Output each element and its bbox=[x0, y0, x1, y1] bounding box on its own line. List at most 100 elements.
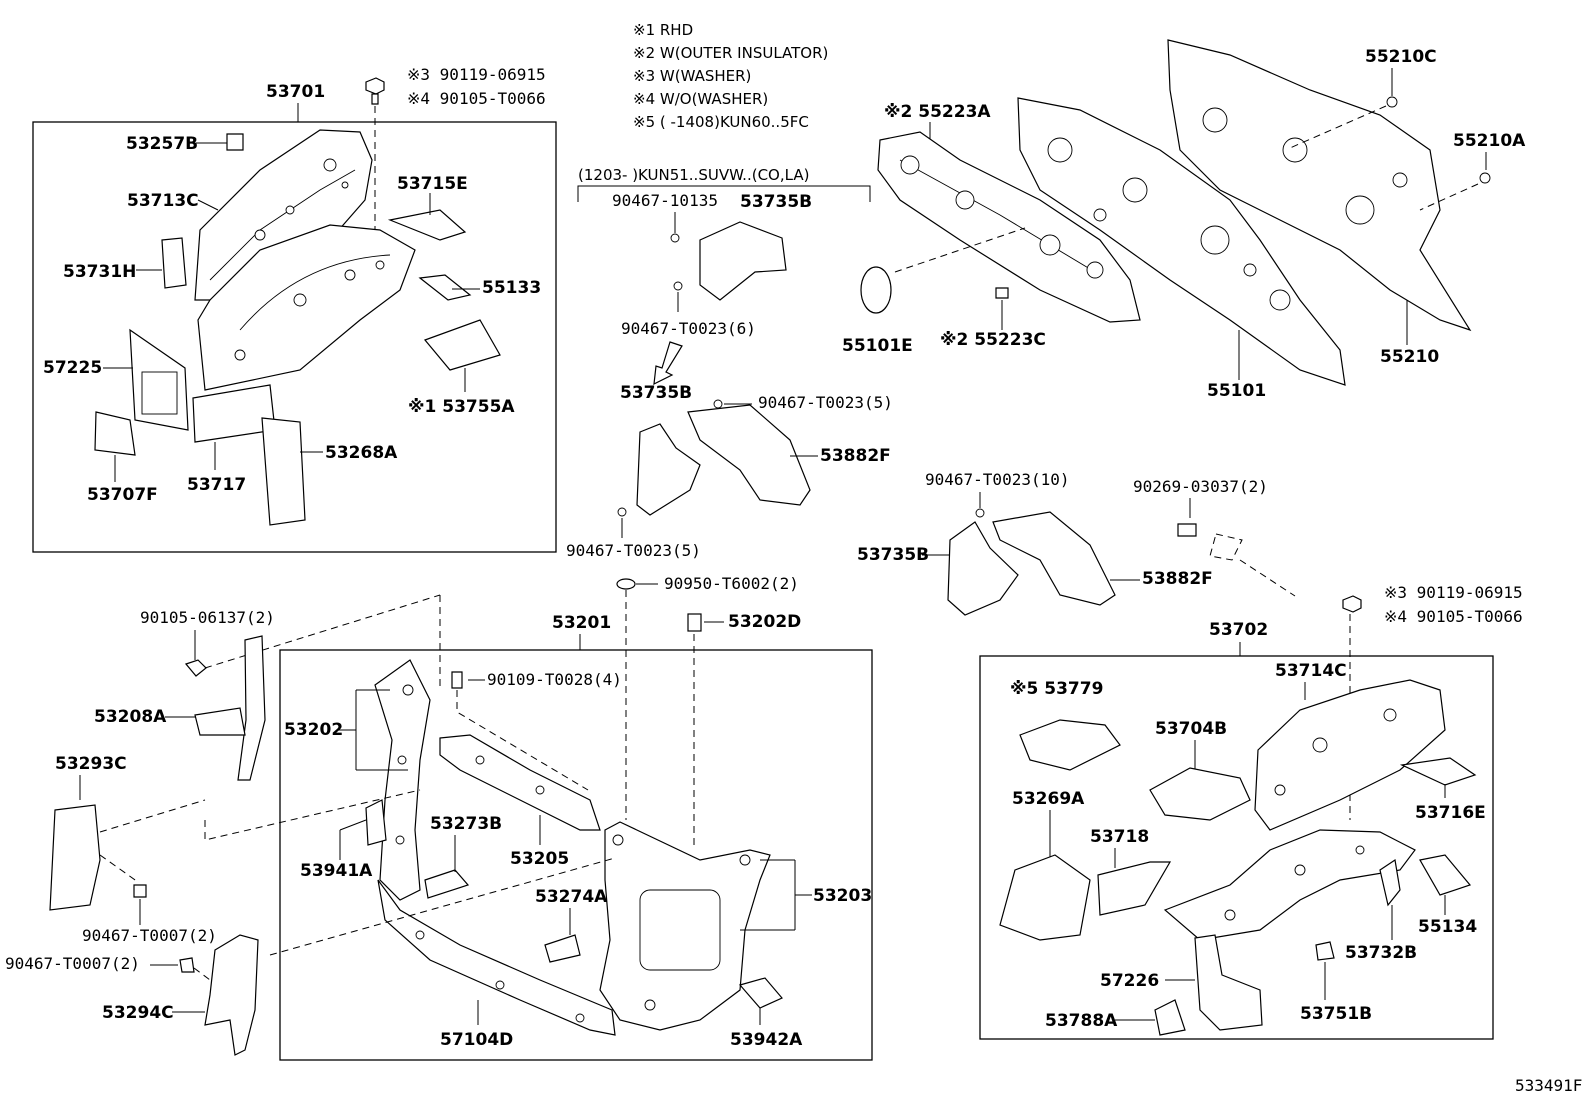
part-53735B-b bbox=[636, 423, 701, 516]
label-90467-T0007-a: 90467-T0007(2) bbox=[82, 926, 217, 945]
label-90467-T0007-b: 90467-T0007(2) bbox=[5, 954, 140, 973]
part-53202 bbox=[374, 659, 431, 901]
part-53294C bbox=[204, 934, 259, 1056]
group-box-53701 bbox=[32, 121, 557, 553]
label-53274A: 53274A bbox=[535, 887, 608, 907]
label-53731H: 53731H bbox=[63, 262, 136, 282]
label-57226: 57226 bbox=[1100, 971, 1159, 991]
label-90105-06137: 90105-06137(2) bbox=[140, 608, 275, 627]
label-55101: 55101 bbox=[1207, 381, 1266, 401]
part-55223A bbox=[877, 131, 1141, 323]
label-53715E: 53715E bbox=[397, 174, 468, 194]
part-55133 bbox=[418, 274, 472, 301]
label-bolt-w3-left: ※3 90119-06915 bbox=[407, 65, 546, 84]
label-90467-T0023-6: 90467-T0023(6) bbox=[621, 319, 756, 338]
part-53941A bbox=[365, 799, 387, 846]
clip-90467-T0007-a bbox=[133, 884, 147, 898]
label-90950-T6002: 90950-T6002(2) bbox=[664, 574, 799, 593]
plug-90950 bbox=[616, 578, 636, 590]
part-53718 bbox=[1097, 861, 1172, 916]
label-53269A: 53269A bbox=[1012, 789, 1085, 809]
note-2: ※2 W(OUTER INSULATOR) bbox=[633, 44, 828, 62]
label-53701: 53701 bbox=[266, 82, 325, 102]
label-53714C: 53714C bbox=[1275, 661, 1347, 681]
label-55101E: 55101E bbox=[842, 336, 913, 356]
part-53735B-c bbox=[947, 521, 1019, 616]
part-53714C bbox=[1254, 679, 1446, 831]
label-90467-T0023-5b: 90467-T0023(5) bbox=[566, 541, 701, 560]
note-4: ※4 W/O(WASHER) bbox=[633, 90, 768, 108]
part-55101E bbox=[860, 266, 892, 314]
label-55133: 55133 bbox=[482, 278, 541, 298]
part-53882F-a bbox=[687, 404, 811, 506]
part-53735B-a bbox=[699, 221, 787, 301]
notes-block: ※1 RHD ※2 W(OUTER INSULATOR) ※3 W(WASHER… bbox=[633, 21, 828, 131]
label-55210C: 55210C bbox=[1365, 47, 1437, 67]
label-53941A: 53941A bbox=[300, 861, 373, 881]
label-55223A: ※2 55223A bbox=[884, 102, 991, 122]
label-bolt-w4-left: ※4 90105-T0066 bbox=[407, 89, 546, 108]
part-53779 bbox=[1019, 719, 1121, 771]
label-bolt-w3-right: ※3 90119-06915 bbox=[1384, 583, 1523, 602]
label-90467-10135: 90467-10135 bbox=[612, 191, 718, 210]
bracket-kun51 bbox=[577, 185, 871, 202]
group-53702: ※3 90119-06915 ※4 90105-T0066 53702 ※5 5… bbox=[979, 583, 1523, 1040]
part-53715E bbox=[387, 209, 467, 241]
label-53718: 53718 bbox=[1090, 827, 1149, 847]
part-wheel-arch-right bbox=[1163, 829, 1416, 941]
part-53274A bbox=[544, 934, 581, 963]
group-53701: 53701 ※3 90119-06915 ※4 90105-T0066 bbox=[32, 65, 557, 553]
label-90467-T0023-5a: 90467-T0023(5) bbox=[758, 393, 893, 412]
label-53202: 53202 bbox=[284, 720, 343, 740]
label-90109-T0028: 90109-T0028(4) bbox=[487, 670, 622, 689]
diagram-id: 533491F bbox=[1515, 1076, 1582, 1095]
label-53704B: 53704B bbox=[1155, 719, 1227, 739]
group-shields-right: 90467-T0023(10) 53735B 53882F 90269-0303… bbox=[857, 470, 1296, 616]
label-57225: 57225 bbox=[43, 358, 102, 378]
label-55210: 55210 bbox=[1380, 347, 1439, 367]
label-53205: 53205 bbox=[510, 849, 569, 869]
clip-icon bbox=[670, 233, 680, 243]
label-53942A: 53942A bbox=[730, 1030, 803, 1050]
part-53717-arch bbox=[197, 224, 416, 391]
part-57225 bbox=[129, 328, 189, 431]
label-53716E: 53716E bbox=[1415, 803, 1486, 823]
clip-90467-T0007-b bbox=[179, 957, 195, 973]
label-53293C: 53293C bbox=[55, 754, 127, 774]
clip-55223C bbox=[995, 287, 1009, 299]
label-53202D: 53202D bbox=[728, 612, 801, 632]
label-53779: ※5 53779 bbox=[1010, 679, 1103, 699]
label-bracket-note: (1203- )KUN51..SUVW..(CO,LA) bbox=[578, 166, 809, 184]
label-55223C: ※2 55223C bbox=[940, 330, 1046, 350]
group-shields: (1203- )KUN51..SUVW..(CO,LA) 90467-10135… bbox=[566, 166, 893, 560]
group-dash: ※2 55223A 55101E ※2 55223C 55101 55210C … bbox=[842, 39, 1526, 401]
part-53268A bbox=[261, 417, 306, 526]
label-90467-T0023-10: 90467-T0023(10) bbox=[925, 470, 1070, 489]
label-bolt-w4-right: ※4 90105-T0066 bbox=[1384, 607, 1523, 626]
note-3: ※3 W(WASHER) bbox=[633, 67, 751, 85]
bolt-top-right bbox=[1342, 595, 1362, 613]
part-53731H bbox=[161, 237, 187, 289]
label-53735B-a: 53735B bbox=[740, 192, 812, 212]
bolt-90269 bbox=[1177, 523, 1197, 537]
label-53735B-b: 53735B bbox=[620, 383, 692, 403]
label-53707F: 53707F bbox=[87, 485, 158, 505]
note-1: ※1 RHD bbox=[633, 21, 693, 39]
part-53269A bbox=[999, 854, 1091, 941]
label-53268A: 53268A bbox=[325, 443, 398, 463]
group-box-53702 bbox=[979, 655, 1494, 1040]
group-53201: 90950-T6002(2) 53202D 53201 53202 90109-… bbox=[204, 574, 873, 1061]
nut-53202D bbox=[687, 613, 702, 632]
part-55210 bbox=[1167, 39, 1472, 332]
label-53882F-b: 53882F bbox=[1142, 569, 1213, 589]
label-53882F-a: 53882F bbox=[820, 446, 891, 466]
part-53882F-b bbox=[992, 511, 1116, 606]
part-53707F bbox=[94, 411, 136, 456]
label-53735B-c: 53735B bbox=[857, 545, 929, 565]
label-53294C: 53294C bbox=[102, 1003, 174, 1023]
part-57226 bbox=[1194, 934, 1263, 1031]
part-53257B bbox=[226, 133, 244, 151]
label-90269-03037: 90269-03037(2) bbox=[1133, 477, 1268, 496]
note-5: ※5 ( -1408)KUN60..5FC bbox=[633, 113, 809, 131]
